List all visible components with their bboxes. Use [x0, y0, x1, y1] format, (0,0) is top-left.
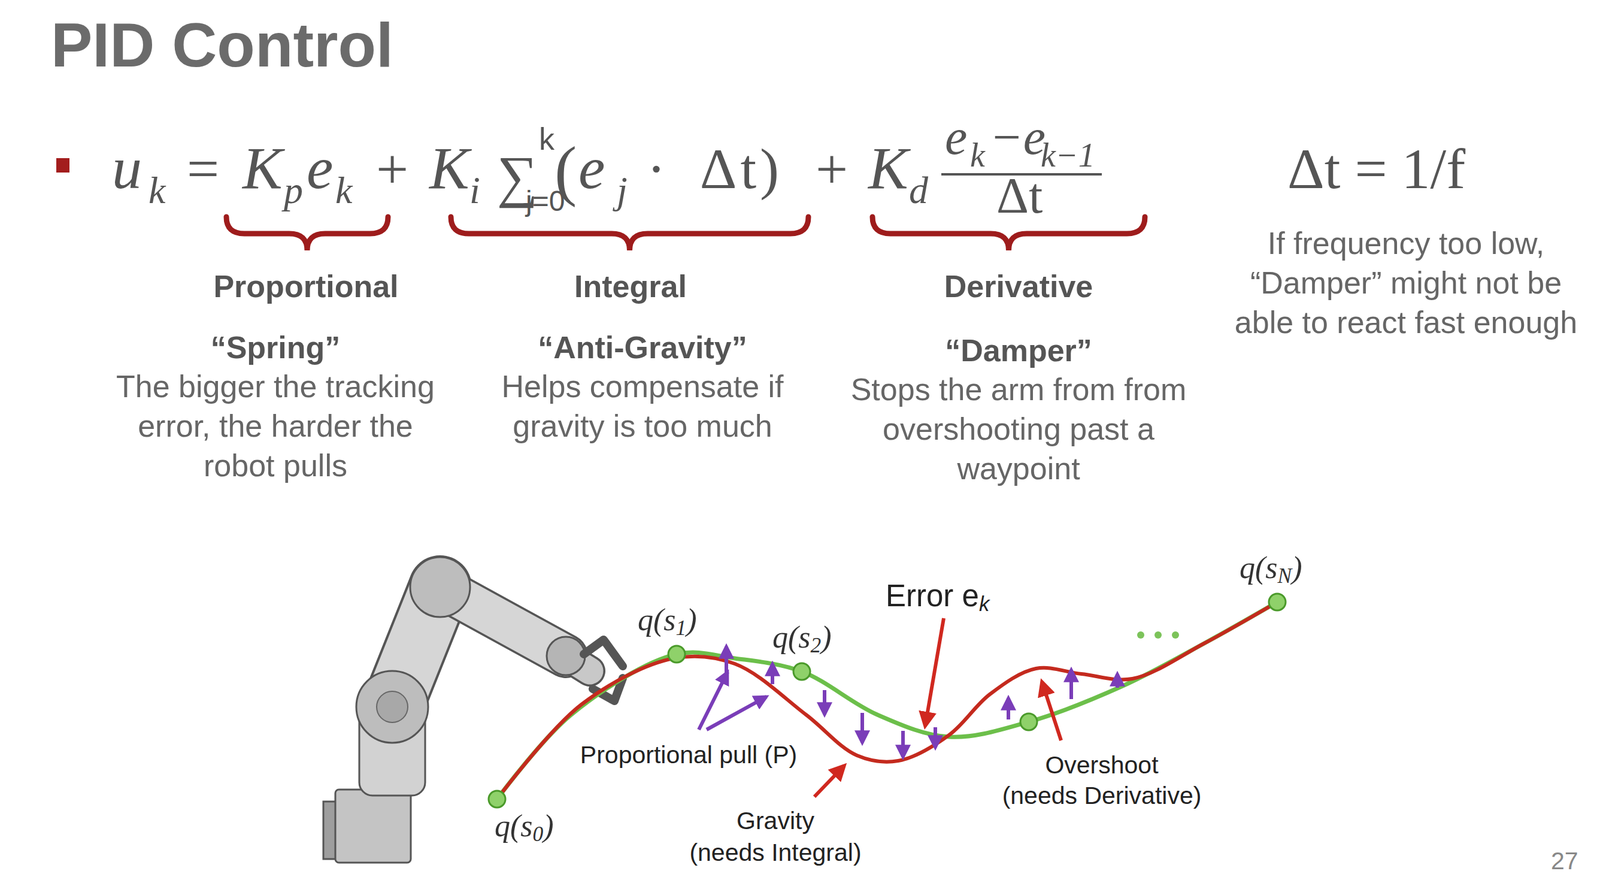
equation-term: e	[578, 138, 605, 199]
equation-term: · Δt)	[646, 140, 783, 198]
equation-term: k	[970, 138, 986, 172]
robot-shoulder	[356, 670, 429, 743]
equation-term: +	[376, 140, 409, 198]
error-label: Error ek	[885, 580, 990, 614]
equation-term: d	[908, 171, 929, 210]
equation-term: K	[242, 138, 283, 199]
robot-wrist-joint	[546, 636, 586, 675]
pull-arrow	[1069, 669, 1074, 699]
subscript: k	[979, 592, 990, 615]
callout-label: Proportional pull (P)	[538, 739, 839, 771]
ellipsis-dot	[1154, 631, 1162, 639]
callout-label: Overshoot	[967, 749, 1237, 781]
label-text: Error e	[885, 578, 980, 613]
pull-arrow	[706, 696, 767, 730]
reference-trajectory	[497, 601, 1278, 799]
slide-title: PID Control	[50, 13, 394, 77]
equation-term: j	[616, 171, 628, 210]
waypoint-label: q(s0)	[494, 810, 554, 845]
robot-elbow	[410, 556, 471, 617]
equation-term: i	[469, 171, 481, 210]
equation-term: k	[148, 171, 166, 210]
leader-arrow	[1041, 681, 1062, 741]
waypoint-dot	[668, 645, 686, 663]
label-text: )	[686, 602, 697, 637]
term-description: Stops the arm from from overshooting pas…	[847, 369, 1190, 489]
waypoint-dot	[1268, 593, 1286, 611]
waypoint-label: q(sN)	[1239, 552, 1302, 587]
pull-arrow	[1006, 697, 1011, 720]
term-nickname: “Spring”	[65, 327, 486, 368]
leader-arrow	[814, 765, 845, 797]
pull-arrow	[901, 730, 905, 757]
callout-label: (needs Integral)	[655, 836, 896, 869]
label-text: q(s	[1239, 550, 1278, 585]
label-text: q(s	[637, 602, 677, 637]
page-number: 27	[1550, 848, 1579, 874]
callout-label: Gravity	[655, 804, 896, 837]
equation-term: +	[815, 140, 848, 198]
equation-term: Δt	[996, 170, 1043, 221]
term-name: Proportional	[96, 266, 516, 306]
equation-term: k−1	[1040, 138, 1096, 172]
label-text: q(s	[772, 619, 811, 654]
equation-term: (	[554, 136, 577, 204]
term-description: Helps compensate if gravity is too much	[480, 366, 805, 446]
equation-term: k	[538, 123, 555, 155]
brace	[872, 216, 1145, 251]
callout-label: (needs Derivative)	[967, 780, 1237, 811]
equation-term: p	[283, 171, 303, 210]
equation-term: k	[335, 171, 353, 210]
leader-arrow	[925, 617, 944, 726]
equation-term: e	[944, 111, 968, 163]
pull-arrow	[822, 689, 827, 715]
ellipsis-dot	[1137, 631, 1145, 639]
ellipsis-dot	[1171, 631, 1180, 639]
equation-term: K	[868, 138, 909, 199]
pull-arrow	[933, 726, 938, 748]
equation-term: Δt = 1/f	[1287, 140, 1466, 198]
waypoint-label: q(s2)	[772, 621, 832, 656]
robot-base	[335, 789, 411, 863]
bullet	[56, 158, 70, 173]
pull-arrow	[770, 663, 775, 684]
equation-term: u	[111, 138, 142, 199]
robot-shoulder-cap	[376, 691, 408, 723]
brace	[450, 216, 809, 251]
equation-term: e	[306, 138, 333, 199]
waypoint-label: q(s1)	[637, 604, 698, 639]
subscript: N	[1277, 563, 1293, 588]
gripper-finger	[583, 639, 623, 666]
equation-term: −e	[989, 111, 1046, 163]
label-text: )	[820, 619, 832, 654]
term-nickname: “Damper”	[808, 330, 1229, 371]
waypoint-dot	[793, 662, 811, 680]
term-name: Integral	[420, 266, 841, 306]
label-text: )	[1291, 550, 1302, 585]
label-text: )	[543, 808, 554, 843]
subscript: 1	[676, 615, 687, 640]
pull-arrow	[860, 712, 865, 743]
equation-term: =	[186, 140, 220, 198]
brace	[226, 216, 389, 251]
term-description: The bigger the tracking error, the harde…	[98, 366, 453, 486]
equation-term: K	[429, 138, 470, 199]
pull-arrow	[724, 646, 729, 674]
label-text: q(s	[494, 808, 533, 843]
waypoint-dot	[1020, 713, 1038, 730]
term-nickname: “Anti-Gravity”	[432, 327, 853, 368]
waypoint-dot	[488, 790, 506, 808]
subscript: 0	[532, 821, 544, 846]
pull-arrow	[1115, 673, 1120, 688]
frequency-note: If frequency too low, “Damper” might not…	[1232, 223, 1580, 342]
term-name: Derivative	[808, 266, 1229, 306]
subscript: 2	[810, 632, 822, 657]
actual-trajectory	[497, 601, 1278, 799]
